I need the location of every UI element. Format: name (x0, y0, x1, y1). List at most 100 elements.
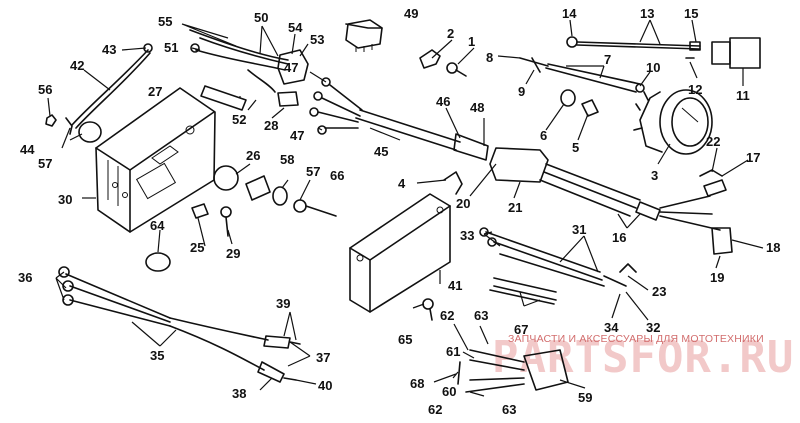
callout-20: 20 (456, 196, 470, 211)
part-13-cable (566, 36, 701, 51)
callout-59: 59 (578, 390, 592, 405)
part-66-bolt (293, 199, 337, 217)
watermark: PARTSFOR.RU ЗАПЧАСТИ И АКСЕССУАРЫ ДЛЯ МО… (492, 332, 794, 383)
callout-38: 38 (232, 386, 246, 401)
callout-1: 1 (468, 34, 475, 49)
callout-25: 25 (190, 240, 204, 255)
part-56-nut (45, 114, 57, 127)
part-21-harness (489, 147, 733, 255)
callout-66: 66 (330, 168, 344, 183)
callout-22: 22 (706, 134, 720, 149)
callout-12: 12 (688, 82, 702, 97)
callout-60: 60 (442, 384, 456, 399)
callout-39: 39 (276, 296, 290, 311)
part-57-washer (78, 121, 102, 143)
callout-40: 40 (318, 378, 332, 393)
callout-53: 53 (310, 32, 324, 47)
callout-37: 37 (316, 350, 330, 365)
callout-52: 52 (232, 112, 246, 127)
callout-61: 61 (446, 344, 460, 359)
callout-14: 14 (562, 6, 577, 21)
part-29-screw (220, 206, 232, 237)
callout-48: 48 (470, 100, 484, 115)
callout-4: 4 (398, 176, 406, 191)
callout-55: 55 (158, 14, 172, 29)
part-24-clip (443, 171, 463, 195)
part-7-wire-lead (519, 57, 645, 93)
part-58-spacer (245, 175, 271, 201)
callout-47-lower: 47 (290, 128, 304, 143)
part-65-screw (422, 298, 434, 321)
callout-30: 30 (58, 192, 72, 207)
callout-57-right: 57 (306, 164, 320, 179)
callout-19: 19 (710, 270, 724, 285)
part-2-clip (419, 49, 441, 69)
callout-43: 43 (102, 42, 116, 57)
part-50-wire-harness (189, 29, 309, 93)
callout-26: 26 (246, 148, 260, 163)
callout-63-top: 63 (474, 308, 488, 323)
callout-31: 31 (572, 222, 586, 237)
callout-21: 21 (508, 200, 522, 215)
callout-45: 45 (374, 144, 388, 159)
callout-16: 16 (612, 230, 626, 245)
callout-47-upper: 47 (284, 60, 298, 75)
callout-18: 18 (766, 240, 780, 255)
callout-63-bottom: 63 (502, 402, 516, 417)
callout-13: 13 (640, 6, 654, 21)
callout-2: 2 (447, 26, 454, 41)
callout-32: 32 (646, 320, 660, 335)
part-5-bulb (581, 99, 599, 117)
part-11-cap (711, 37, 761, 69)
part-22-clip (703, 179, 727, 197)
part-64-clamp (145, 252, 171, 272)
callout-15: 15 (684, 6, 698, 21)
callout-50: 50 (254, 10, 268, 25)
callout-44: 44 (20, 142, 35, 157)
callout-29: 29 (226, 246, 240, 261)
callout-11: 11 (736, 88, 750, 103)
callout-56: 56 (38, 82, 52, 97)
callout-41: 41 (448, 278, 462, 293)
callout-10: 10 (646, 60, 660, 75)
part-31-leads (479, 227, 637, 287)
part-67-rods (489, 277, 557, 305)
callout-62-bottom: 62 (428, 402, 442, 417)
callout-62-top: 62 (440, 308, 454, 323)
callout-58: 58 (280, 152, 294, 167)
part-6-socket (560, 89, 576, 107)
callout-33: 33 (460, 228, 474, 243)
callout-5: 5 (572, 140, 579, 155)
callout-54: 54 (288, 20, 303, 35)
part-57-washer-2 (272, 186, 288, 206)
part-25-clip (191, 203, 209, 219)
callout-8: 8 (486, 50, 493, 65)
callout-17: 17 (746, 150, 760, 165)
leader-lines (47, 19, 764, 397)
part-35-cable (58, 266, 301, 383)
callout-6: 6 (540, 128, 547, 143)
watermark-caption: ЗАПЧАСТИ И АКСЕССУАРЫ ДЛЯ МОТОТЕХНИКИ (508, 333, 764, 345)
part-3-gauge (633, 89, 713, 155)
callout-42: 42 (70, 58, 84, 73)
callout-67: 67 (514, 322, 528, 337)
part-49-relay (345, 19, 383, 52)
callout-28: 28 (264, 118, 278, 133)
callout-64: 64 (150, 218, 165, 233)
part-45-cable (309, 77, 489, 161)
part-1-screw (446, 62, 467, 77)
callout-27: 27 (148, 84, 162, 99)
watermark-logo: PARTSFOR.RU (492, 332, 794, 383)
callout-23: 23 (652, 284, 666, 299)
callout-49: 49 (404, 6, 418, 21)
callout-labels: 1 2 3 4 5 6 7 8 9 10 11 12 13 14 15 16 1… (18, 6, 780, 417)
part-27-sleeve (200, 85, 247, 111)
callout-7: 7 (604, 52, 611, 67)
callout-51: 51 (164, 40, 178, 55)
part-28-connector (277, 91, 299, 107)
callout-34: 34 (604, 320, 619, 335)
callout-36: 36 (18, 270, 32, 285)
part-26-grommet (213, 165, 239, 191)
